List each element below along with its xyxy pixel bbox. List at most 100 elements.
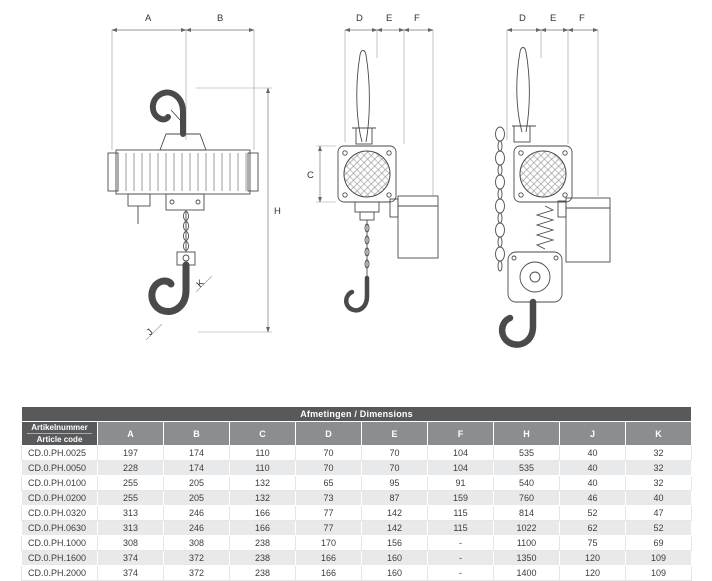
dimension-value-cell: 142 (361, 505, 428, 521)
dimension-value-cell: 70 (361, 460, 428, 476)
bottom-hook-side2 (498, 298, 537, 348)
dimension-value-cell: 246 (163, 520, 230, 536)
dimension-value-cell: 40 (559, 460, 626, 476)
dimension-value-cell: 109 (625, 565, 692, 581)
dimension-value-cell: 308 (97, 535, 164, 551)
dimension-value-cell: 70 (295, 445, 362, 461)
dimension-value-cell: - (427, 550, 494, 566)
dimension-value-cell: 535 (493, 460, 560, 476)
dimension-value-cell: 1022 (493, 520, 560, 536)
dimension-value-cell: 160 (361, 550, 428, 566)
dim-label-f2: F (579, 13, 585, 24)
dimension-value-cell: 246 (163, 505, 230, 521)
dimension-value-cell: 174 (163, 445, 230, 461)
dimension-value-cell: 32 (625, 445, 692, 461)
dimension-value-cell: 313 (97, 520, 164, 536)
front-view-drawing: A B H (107, 13, 281, 341)
dimension-value-cell: 62 (559, 520, 626, 536)
dimension-value-cell: 109 (625, 550, 692, 566)
dimension-value-cell: 308 (163, 535, 230, 551)
dimension-value-cell: 132 (229, 490, 296, 506)
top-hook-front (149, 89, 186, 137)
dim-label-b: B (217, 13, 223, 24)
dimension-value-cell: - (427, 535, 494, 551)
dimension-value-cell: 40 (625, 490, 692, 506)
dimension-value-cell: 132 (229, 475, 296, 491)
article-code-cell: CD.0.PH.1600 (21, 550, 98, 566)
article-code-header: Artikelnummer Article code (21, 421, 98, 446)
dimension-value-cell: 77 (295, 520, 362, 536)
dim-column-header: E (361, 421, 428, 446)
dimension-value-cell: 814 (493, 505, 560, 521)
side-view-2-drawing: D E F (495, 13, 611, 348)
dimension-value-cell: 77 (295, 505, 362, 521)
dim-label-c: C (307, 170, 314, 181)
dim-column-header: C (229, 421, 296, 446)
dimension-value-cell: 120 (559, 565, 626, 581)
dim-label-j: J (145, 327, 156, 338)
article-code-cell: CD.0.PH.0200 (21, 490, 98, 506)
dimension-value-cell: 110 (229, 460, 296, 476)
article-code-cell: CD.0.PH.0050 (21, 460, 98, 476)
dimension-value-cell: 120 (559, 550, 626, 566)
dim-label-a: A (145, 13, 152, 24)
dimension-value-cell: 238 (229, 550, 296, 566)
hoist-drawings-svg: A B H (107, 13, 611, 348)
dimension-value-cell: 255 (97, 475, 164, 491)
dimension-value-cell: 372 (163, 550, 230, 566)
dimension-value-cell: - (427, 565, 494, 581)
article-code-cell: CD.0.PH.0025 (21, 445, 98, 461)
dim-label-h: H (274, 206, 281, 217)
dimension-value-cell: 313 (97, 505, 164, 521)
article-code-cell: CD.0.PH.1000 (21, 535, 98, 551)
dimension-value-cell: 70 (295, 460, 362, 476)
table-title: Afmetingen / Dimensions (21, 406, 692, 422)
dimension-value-cell: 95 (361, 475, 428, 491)
dimension-value-cell: 166 (295, 550, 362, 566)
dim-label-k: K (195, 277, 208, 290)
dimension-value-cell: 170 (295, 535, 362, 551)
dimension-value-cell: 166 (229, 520, 296, 536)
dimension-value-cell: 205 (163, 490, 230, 506)
dim-column-header: J (559, 421, 626, 446)
dimension-value-cell: 115 (427, 505, 494, 521)
dimension-value-cell: 197 (97, 445, 164, 461)
article-header-line2: Article code (36, 435, 83, 444)
dimension-value-cell: 47 (625, 505, 692, 521)
dimension-value-cell: 104 (427, 460, 494, 476)
dimension-value-cell: 160 (361, 565, 428, 581)
dimension-value-cell: 110 (229, 445, 296, 461)
dimension-value-cell: 238 (229, 565, 296, 581)
dimension-value-cell: 1400 (493, 565, 560, 581)
dimension-value-cell: 535 (493, 445, 560, 461)
dimension-value-cell: 73 (295, 490, 362, 506)
dimension-value-cell: 174 (163, 460, 230, 476)
dimension-value-cell: 166 (295, 565, 362, 581)
dim-column-header: H (493, 421, 560, 446)
dimension-value-cell: 374 (97, 550, 164, 566)
dimension-value-cell: 205 (163, 475, 230, 491)
dimension-value-cell: 372 (163, 565, 230, 581)
dim-column-header: F (427, 421, 494, 446)
dimension-value-cell: 46 (559, 490, 626, 506)
dimension-value-cell: 91 (427, 475, 494, 491)
article-code-cell: CD.0.PH.0630 (21, 520, 98, 536)
dimension-value-cell: 156 (361, 535, 428, 551)
technical-drawings: A B H (107, 13, 611, 348)
dimension-value-cell: 40 (559, 445, 626, 461)
dimension-value-cell: 540 (493, 475, 560, 491)
dimension-value-cell: 69 (625, 535, 692, 551)
dimension-value-cell: 40 (559, 475, 626, 491)
dimensions-table: Afmetingen / Dimensions Artikelnummer Ar… (21, 406, 692, 581)
article-code-cell: CD.0.PH.2000 (21, 565, 98, 581)
dim-column-header: B (163, 421, 230, 446)
